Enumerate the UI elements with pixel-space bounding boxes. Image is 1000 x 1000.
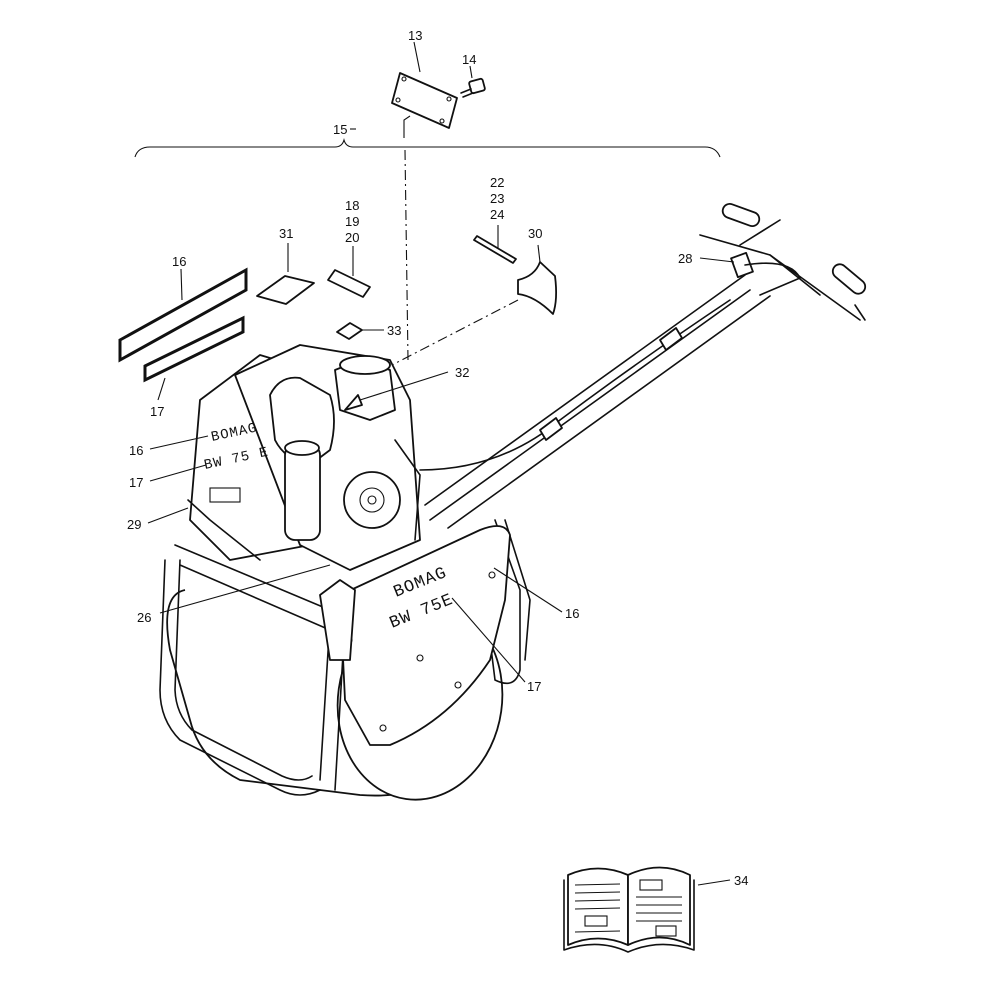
leader-13: [413, 41, 421, 73]
leader-17c: [451, 597, 526, 683]
leader-14: [469, 65, 473, 79]
leader-32: [359, 371, 449, 401]
leader-34: [697, 879, 731, 886]
engine: [234, 344, 421, 571]
plate-part-13: [391, 72, 458, 129]
callout-14: 14: [462, 52, 476, 67]
decal-part-18-20: [327, 269, 371, 298]
leader-16b: [149, 435, 209, 450]
callout-23: 23: [490, 191, 504, 206]
callout-16a: 16: [172, 254, 186, 269]
decal-part-29: [209, 487, 241, 503]
decal-part-31: [256, 275, 315, 305]
leader-16c: [493, 567, 563, 613]
callout-33: 33: [387, 323, 401, 338]
bolt-part-14: [460, 77, 486, 98]
decal-part-17-exploded: [143, 315, 245, 383]
leader-29: [147, 507, 189, 524]
open-book-icon: [563, 866, 695, 953]
callout-20: 20: [345, 230, 359, 245]
callout-30: 30: [528, 226, 542, 241]
plate-guide-line: [403, 115, 411, 138]
callout-17b: 17: [129, 475, 143, 490]
dash-dot-line-vertical: [404, 149, 409, 361]
leader-30: [537, 244, 541, 263]
dash-dot-line-diagonal: [391, 299, 519, 366]
leader-17b: [149, 464, 207, 482]
callout-26: 26: [137, 610, 151, 625]
callout-31: 31: [279, 226, 293, 241]
callout-17a: 17: [150, 404, 164, 419]
callout-24: 24: [490, 207, 504, 222]
front-panel: [319, 525, 511, 746]
strip-part-22-24: [473, 235, 517, 264]
decal-part-33: [336, 322, 363, 340]
leader-26: [159, 564, 331, 614]
callout-15: 15: [333, 122, 347, 137]
callout-34: 34: [734, 873, 748, 888]
callout-22: 22: [490, 175, 504, 190]
callout-29: 29: [127, 517, 141, 532]
bracket-15: [134, 138, 721, 158]
callout-13: 13: [408, 28, 422, 43]
callout-16c: 16: [565, 606, 579, 621]
leader-17a: [157, 377, 166, 401]
callout-18: 18: [345, 198, 359, 213]
curved-decal-part-30: [517, 261, 558, 315]
callout-28: 28: [678, 251, 692, 266]
callout-32: 32: [455, 365, 469, 380]
callout-17c: 17: [527, 679, 541, 694]
callout-16b: 16: [129, 443, 143, 458]
leader-16a: [180, 268, 183, 301]
leader-28: [699, 257, 735, 263]
callout-19: 19: [345, 214, 359, 229]
decal-part-16-exploded: [118, 267, 248, 363]
handle-assembly: [419, 202, 867, 529]
